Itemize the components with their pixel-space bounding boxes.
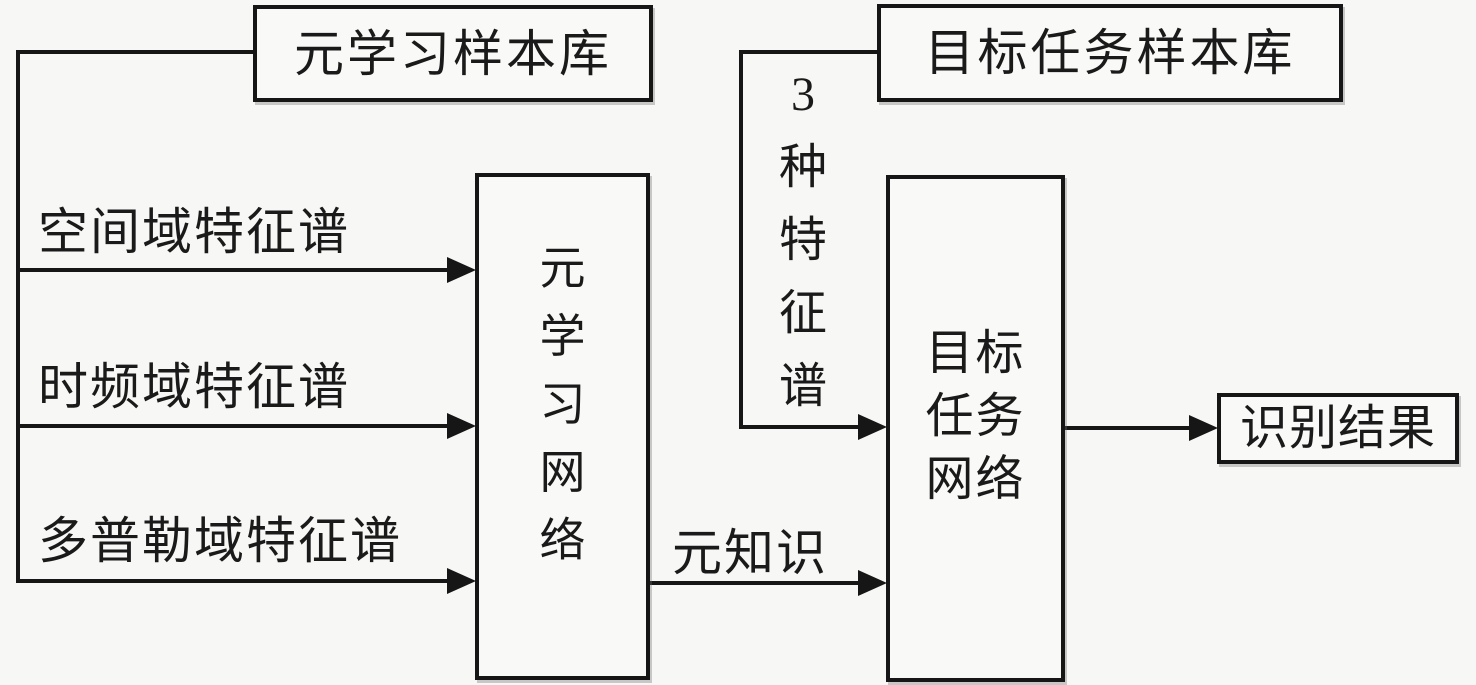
left-branch-horizontal-line [16, 50, 255, 54]
arrowhead-right-icon [858, 570, 887, 596]
recognition-result-label: 识别结果 [1239, 401, 1436, 455]
meta-network-char: 络 [539, 514, 586, 566]
target-task-network-box: 目标 任务 网络 [886, 175, 1065, 682]
meta-sample-library-box: 元学习样本库 [253, 5, 653, 102]
output-arrow-line [1065, 426, 1190, 430]
arrowhead-right-icon [447, 568, 476, 594]
recognition-result-box: 识别结果 [1217, 393, 1459, 464]
target-task-sample-library-box: 目标任务样本库 [877, 4, 1343, 102]
feature-count-char: 种 [778, 141, 827, 194]
meta-network-char: 学 [539, 310, 586, 362]
arrowhead-right-icon [447, 257, 476, 283]
meta-network-char: 元 [539, 242, 586, 294]
target-network-line: 网络 [925, 453, 1026, 506]
features-to-target-arrow-line [739, 425, 859, 429]
meta-knowledge-label: 元知识 [672, 525, 828, 581]
left-branch-vertical-line [16, 50, 20, 583]
timefreq-input-arrow-line [16, 424, 448, 428]
feature-count-char: 3 [791, 68, 815, 121]
right-branch-vertical-line [739, 50, 743, 429]
meta-knowledge-arrow-line [650, 581, 859, 585]
meta-sample-library-label: 元学习样本库 [294, 25, 612, 82]
feature-count-char: 谱 [778, 360, 827, 413]
arrowhead-right-icon [858, 414, 887, 440]
input-label-timefreq: 时频域特征谱 [38, 359, 350, 415]
meta-network-char: 习 [539, 378, 586, 430]
arrowhead-right-icon [1189, 415, 1218, 441]
right-branch-horizontal-line [741, 50, 877, 54]
target-task-sample-library-label: 目标任务样本库 [924, 25, 1296, 81]
feature-count-char: 特 [778, 214, 827, 267]
arrowhead-right-icon [447, 413, 476, 439]
doppler-input-arrow-line [16, 579, 448, 583]
target-network-line: 任务 [925, 390, 1026, 443]
meta-network-char: 网 [539, 446, 586, 498]
feature-count-label: 3 种 特 征 谱 [774, 58, 832, 423]
input-label-doppler: 多普勒域特征谱 [38, 513, 402, 569]
meta-learning-network-label: 元 学 习 网 络 [540, 235, 586, 575]
spatial-input-arrow-line [16, 268, 448, 272]
feature-count-char: 征 [778, 287, 827, 340]
target-network-line: 目标 [925, 327, 1026, 380]
input-label-spatial: 空间域特征谱 [38, 204, 350, 260]
meta-learning-network-box: 元 学 习 网 络 [475, 173, 650, 680]
target-task-network-label: 目标 任务 网络 [925, 322, 1025, 511]
